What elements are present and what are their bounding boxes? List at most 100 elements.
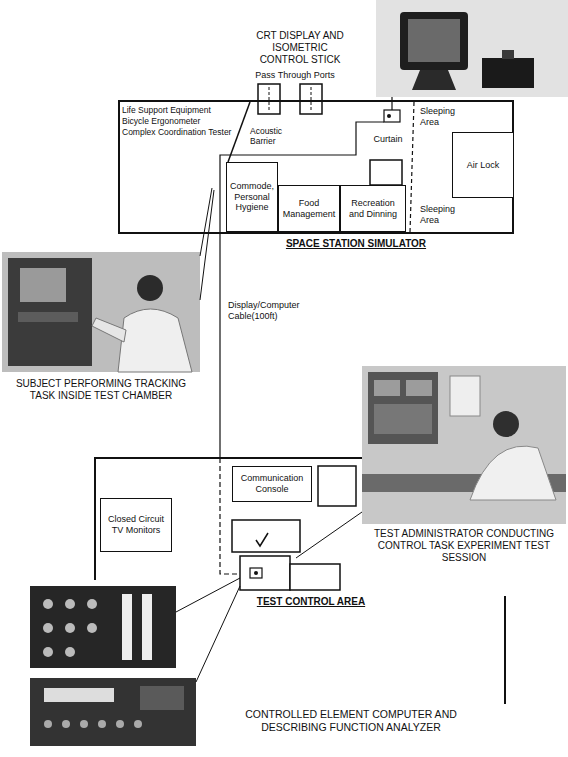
area-label-box: Sleeping Area (420, 204, 464, 226)
knob (87, 623, 97, 633)
crt-photo (376, 0, 568, 97)
computer-desk (240, 556, 290, 590)
empty-console (232, 520, 300, 552)
meter-bar (142, 594, 152, 660)
readout (44, 688, 114, 702)
knob (43, 647, 53, 657)
console-box: Communication Console (232, 466, 312, 502)
cable-line (220, 122, 384, 458)
console-symbol (384, 110, 400, 122)
equipment-label-box: Complex Coordination Tester (122, 127, 240, 137)
area-label: Sleeping Area (420, 106, 464, 128)
knob (80, 720, 88, 728)
pass-through-port (258, 84, 280, 114)
port-label-box: Pass Through Ports (240, 70, 350, 81)
monitor-box: Closed Circuit TV Monitors (100, 498, 172, 552)
knob (87, 599, 97, 609)
panel-shelf (18, 312, 78, 322)
photo-ground (376, 0, 568, 97)
equipment-label: Life Support Equipment (122, 105, 240, 115)
room-label: Recreation and Dinning (343, 198, 403, 220)
room-box: Food Management (278, 185, 340, 232)
administrator-photo (362, 366, 566, 524)
air-lock-box: Air Lock (452, 132, 514, 198)
knob (44, 720, 52, 728)
monitor-body (400, 12, 468, 70)
computer-dot (254, 571, 258, 575)
rack-panel (374, 380, 400, 396)
person-shirt (118, 309, 192, 372)
console-dot (387, 114, 391, 118)
rack-panel (374, 404, 432, 434)
wall-paper (450, 376, 480, 416)
knob (65, 623, 75, 633)
area-label-box: Sleeping Area (420, 106, 464, 128)
computer-photo (30, 586, 176, 668)
equipment-label: Bicycle Ergonometer (122, 116, 240, 126)
leader-line (391, 97, 392, 110)
equipment-label: Complex Coordination Tester (122, 127, 240, 137)
display-screen (20, 268, 66, 302)
person-head (493, 411, 519, 437)
equipment-rack (368, 372, 438, 444)
room-box: Commode, Personal Hygiene (226, 162, 278, 232)
knob (116, 720, 124, 728)
port-hatch (269, 87, 270, 111)
area-heading: SPACE STATION SIMULATOR (266, 238, 446, 250)
photo-caption-box: CRT DISPLAY AND ISOMETRIC CONTROL STICK (256, 30, 344, 66)
knob (62, 720, 70, 728)
cable-label: Display/Computer Cable(100ft) (228, 300, 324, 322)
photo-caption-box: TEST ADMINISTRATOR CONDUCTING CONTROL TA… (362, 528, 566, 564)
control-stick-box (482, 58, 534, 88)
room-wall (504, 596, 506, 704)
port-hatch (311, 87, 312, 111)
photo-caption: TEST ADMINISTRATOR CONDUCTING CONTROL TA… (362, 528, 566, 564)
knob (43, 599, 53, 609)
equipment-label-box: Bicycle Ergonometer (122, 116, 240, 126)
readout (140, 686, 184, 710)
photo-caption: SUBJECT PERFORMING TRACKING TASK INSIDE … (2, 378, 200, 402)
curtain-label-box: Curtain (368, 134, 408, 145)
room-wall (95, 458, 362, 580)
area-label: Sleeping Area (420, 204, 464, 226)
meter-bar (122, 594, 132, 660)
monitor-screen (408, 19, 460, 62)
room-box: Recreation and Dinning (340, 185, 406, 232)
leader-line (196, 586, 240, 682)
control-stick (502, 50, 514, 59)
room-label: Closed Circuit TV Monitors (103, 514, 169, 536)
knob (134, 720, 142, 728)
person-shirt (470, 446, 556, 500)
computer-symbol (250, 568, 262, 578)
person-arm (92, 318, 126, 342)
rack-panel (406, 380, 432, 396)
room-label: Food Management (281, 198, 337, 220)
subject-photo (2, 252, 200, 372)
room-label: Communication Console (235, 473, 309, 495)
cable-label-box: Display/Computer Cable(100ft) (228, 300, 324, 322)
leader-line (296, 512, 362, 558)
leader-line (200, 190, 214, 300)
knob (65, 599, 75, 609)
port-label: Pass Through Ports (240, 70, 350, 81)
table-outline (370, 160, 402, 185)
analyzer-photo (30, 678, 196, 746)
barrier-label: Acoustic Barrier (250, 126, 290, 146)
knob (98, 720, 106, 728)
photo-caption: CRT DISPLAY AND ISOMETRIC CONTROL STICK (256, 30, 344, 66)
curtain-label: Curtain (368, 134, 408, 145)
photo-caption: CONTROLLED ELEMENT COMPUTER AND DESCRIBI… (226, 708, 476, 733)
room-label: Commode, Personal Hygiene (229, 181, 275, 213)
equipment-label-box: Life Support Equipment (122, 105, 240, 115)
knob (43, 623, 53, 633)
person-head (137, 275, 163, 301)
equipment-panel (8, 258, 92, 366)
function-analyzer (30, 678, 196, 746)
photo-caption-box: CONTROLLED ELEMENT COMPUTER AND DESCRIBI… (226, 708, 476, 733)
empty-console (318, 466, 356, 506)
area-heading: TEST CONTROL AREA (246, 596, 376, 608)
desk-outline (290, 564, 340, 590)
knob (65, 647, 75, 657)
check-mark (256, 533, 268, 546)
